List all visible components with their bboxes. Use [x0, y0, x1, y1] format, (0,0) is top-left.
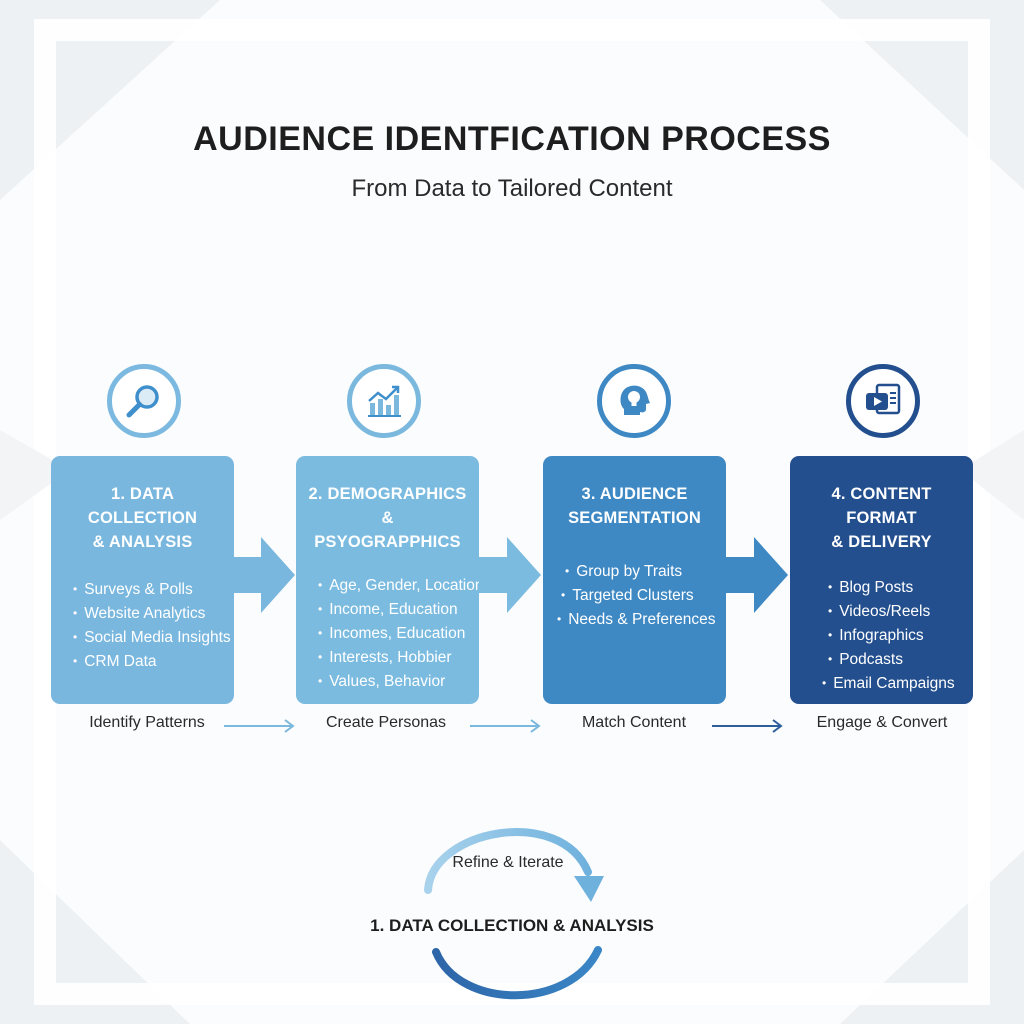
flow-arrow-3 [726, 537, 788, 613]
step-4-list: Blog Posts Videos/Reels Infographics Pod… [798, 576, 965, 696]
lightbulb-head-icon [620, 385, 650, 415]
cycle-label: Refine & Iterate [452, 854, 564, 871]
cycle-step-label: 1. DATA COLLECTION & ANALYSIS [370, 916, 654, 935]
list-item: Podcasts [822, 648, 965, 672]
step-4-icon-badge [846, 364, 920, 438]
bar-chart-icon [368, 385, 401, 417]
step-card-2: 2. DEMOGRAPHICS & PSYOGRAPPHICS Age, Gen… [296, 456, 483, 704]
step-card-3: 3. AUDIENCE SEGMENTATION Group by Traits… [543, 456, 726, 704]
step-2-icon-badge [347, 364, 421, 438]
list-item: Income, Education [318, 598, 471, 622]
flow-arrow-1 [233, 537, 295, 613]
list-item: Needs & Preferences [557, 608, 718, 632]
step-card-4: 4. CONTENT FORMAT & DELIVERY Blog Posts … [790, 456, 973, 704]
list-item: Blog Posts [822, 576, 965, 600]
list-item: Email Campaigns [822, 672, 965, 696]
step-2-list: Age, Gender, Location Income, Education … [304, 574, 483, 694]
caption-step-1: Identify Patterns [89, 714, 205, 731]
list-item: Incomes, Education [318, 622, 471, 646]
caption-arrow-3 [712, 719, 783, 733]
step-2-title: 2. DEMOGRAPHICS & PSYOGRAPPHICS [308, 485, 467, 551]
list-item: Videos/Reels [822, 600, 965, 624]
list-item: Surveys & Polls [73, 578, 226, 602]
caption-step-2: Create Personas [325, 714, 447, 731]
step-4-title: 4. CONTENT FORMAT & DELIVERY [831, 485, 932, 551]
caption-step-4: Engage & Convert [816, 714, 948, 731]
list-item: Infographics [822, 624, 965, 648]
step-1-title: 1. DATA COLLECTION & ANALYSIS [87, 485, 198, 551]
list-item: Targeted Clusters [557, 584, 718, 608]
list-item: Values, Behavior [318, 670, 471, 694]
list-item: Social Media Insights [73, 626, 230, 650]
list-item: Group by Traits [557, 560, 718, 584]
list-item: CRM Data [73, 650, 226, 674]
caption-arrow-2 [470, 719, 541, 733]
diagram-subtitle: From Data to Tailored Content [351, 175, 673, 202]
flow-arrow-2 [479, 537, 541, 613]
list-item: Website Analytics [73, 602, 226, 626]
step-1-list: Surveys & Polls Website Analytics Social… [59, 578, 230, 674]
diagram-title: AUDIENCE IDENTFICATION PROCESS [193, 120, 831, 158]
step-3-icon-badge [597, 364, 671, 438]
caption-arrow-1 [224, 719, 295, 733]
list-item: Interests, Hobbier [318, 646, 471, 670]
step-card-1: 1. DATA COLLECTION & ANALYSIS Surveys & … [51, 456, 234, 704]
step-1-icon-badge [107, 364, 181, 438]
magnifier-icon [126, 385, 159, 418]
list-item: Age, Gender, Location [318, 574, 483, 598]
video-document-icon [866, 383, 901, 415]
refine-cycle-arrows [424, 828, 604, 1000]
step-3-title: 3. AUDIENCE SEGMENTATION [568, 485, 701, 527]
caption-step-3: Match Content [581, 714, 687, 731]
step-3-list: Group by Traits Targeted Clusters Needs … [551, 560, 718, 632]
